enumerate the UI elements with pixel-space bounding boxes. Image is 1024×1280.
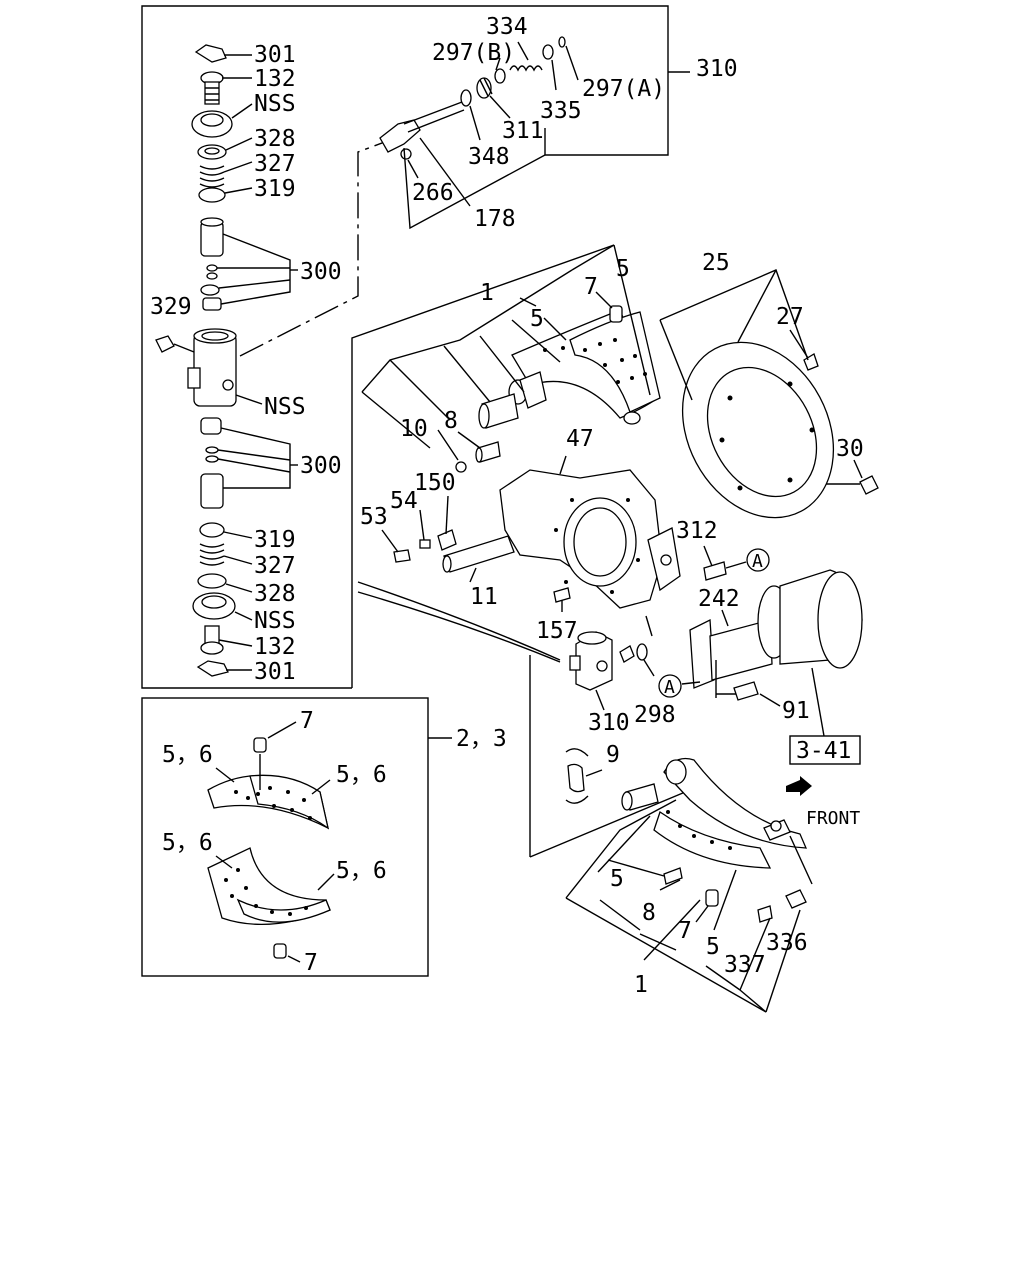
label-132: 132 [254, 634, 296, 660]
lower-brake-shoe [621, 757, 808, 923]
label-301: 301 [254, 659, 296, 685]
label-47: 47 [566, 426, 594, 452]
label-1: 1 [480, 280, 494, 306]
label-266: 266 [412, 180, 454, 206]
label-8: 8 [444, 408, 458, 434]
label-91: 91 [782, 698, 810, 724]
label-310: 310 [696, 56, 738, 82]
adjuster-lever [379, 36, 566, 160]
leader-lines-inset [215, 767, 335, 891]
leader-lines-upper-shoe [361, 244, 651, 461]
leader-lines-lever [403, 41, 579, 230]
label-328: 328 [254, 581, 296, 607]
label-335: 335 [540, 98, 582, 124]
label-297a: 297(A) [582, 76, 665, 102]
label-11: 11 [470, 584, 498, 610]
leader-lines-left [173, 54, 391, 671]
label-5: 5 [610, 866, 624, 892]
label-310: 310 [588, 710, 630, 736]
label-300: 300 [300, 453, 342, 479]
callout-a-circle [746, 548, 770, 572]
label-242: 242 [698, 586, 740, 612]
leader-lines-shield [659, 269, 863, 485]
label-150: 150 [414, 470, 456, 496]
label-7: 7 [584, 274, 598, 300]
upper-brake-shoe [455, 305, 661, 473]
label-3-41: 3-41 [796, 738, 851, 764]
label-8: 8 [642, 900, 656, 926]
part-labels: 301 132 NSS 328 327 319 300 329 NSS 300 … [150, 14, 864, 998]
label-53: 53 [360, 504, 388, 530]
label-312: 312 [676, 518, 718, 544]
label-157: 157 [536, 618, 578, 644]
label-7: 7 [304, 950, 318, 976]
label-nss: NSS [254, 608, 296, 634]
label-334: 334 [486, 14, 528, 40]
leader-lines-lower-shoe [565, 799, 813, 1013]
dust-shield-25 [681, 341, 879, 519]
label-311: 311 [502, 118, 544, 144]
label-329: 329 [150, 294, 192, 320]
label-5-6: 5，6 [336, 858, 387, 884]
leader-lines-310 [595, 615, 655, 711]
adjuster-stack [155, 44, 237, 677]
leader-lines-chamber [681, 609, 825, 737]
label-5-6: 5，6 [162, 742, 213, 768]
label-5: 5 [616, 256, 630, 282]
label-301: 301 [254, 42, 296, 68]
label-348: 348 [468, 144, 510, 170]
label-5-6: 5，6 [336, 762, 387, 788]
label-9: 9 [606, 742, 620, 768]
label-1: 1 [634, 972, 648, 998]
callout-a-circle [658, 674, 682, 698]
label-7: 7 [678, 918, 692, 944]
slack-adjuster-310 [569, 631, 648, 691]
label-319: 319 [254, 527, 296, 553]
label-132: 132 [254, 66, 296, 92]
label-298: 298 [634, 702, 676, 728]
label-297b: 297(B) [432, 40, 515, 66]
label-300: 300 [300, 259, 342, 285]
label-7: 7 [300, 708, 314, 734]
label-10: 10 [400, 416, 428, 442]
label-5: 5 [530, 306, 544, 332]
label-5-6: 5，6 [162, 830, 213, 856]
frame-lines [141, 5, 691, 977]
inset-lining-upper [207, 721, 330, 830]
label-30: 30 [836, 436, 864, 462]
reference-box [789, 735, 861, 765]
label-54: 54 [390, 488, 418, 514]
label-nss: NSS [264, 394, 306, 420]
pin-9 [565, 748, 603, 804]
label-27: 27 [776, 304, 804, 330]
label-front: FRONT [806, 808, 860, 829]
front-arrow-icon [786, 776, 812, 796]
inset-lining-lower [207, 847, 331, 963]
label-319: 319 [254, 176, 296, 202]
brake-spider-47 [393, 469, 727, 609]
callout-a-label: A [752, 551, 763, 572]
brake-chamber-242 [689, 569, 863, 701]
label-nss: NSS [254, 91, 296, 117]
label-2-3: 2，3 [456, 726, 507, 752]
label-337: 337 [724, 952, 766, 978]
label-5: 5 [706, 934, 720, 960]
label-327: 327 [254, 151, 296, 177]
leader-lines-spider [357, 455, 747, 663]
label-25: 25 [702, 250, 730, 276]
label-178: 178 [474, 206, 516, 232]
label-328: 328 [254, 126, 296, 152]
label-336: 336 [766, 930, 808, 956]
callout-a-label: A [664, 677, 675, 698]
label-327: 327 [254, 553, 296, 579]
